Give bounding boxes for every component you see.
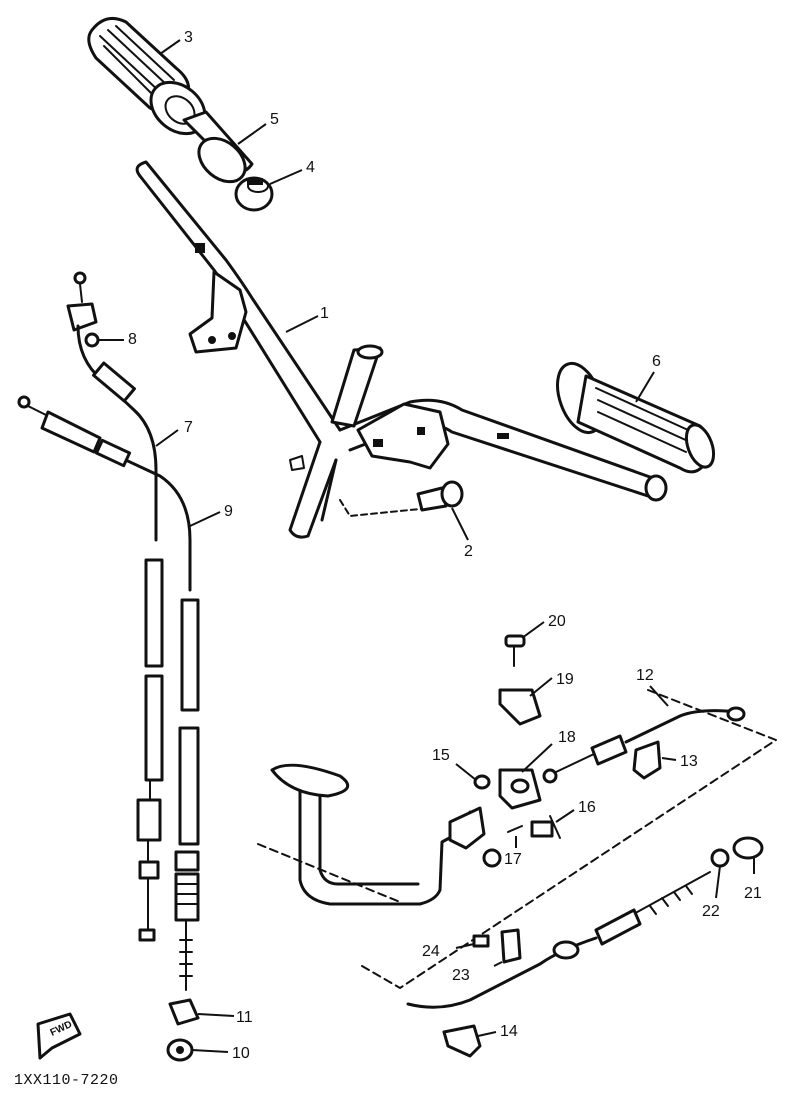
part-18-clamp — [498, 768, 542, 810]
part-20-bolt — [504, 634, 526, 667]
part-15-nut — [473, 774, 491, 790]
part-5-collar — [182, 110, 254, 184]
part-7-cable — [66, 271, 164, 942]
part-24-bolt — [472, 934, 490, 948]
callout-15: 15 — [432, 747, 450, 764]
callout-9: 9 — [224, 503, 233, 520]
callout-21: 21 — [744, 885, 762, 902]
callout-3: 3 — [184, 29, 193, 46]
part-12-brake-cable — [542, 706, 746, 784]
part-21-wing-nut — [732, 836, 764, 860]
callout-14: 14 — [500, 1023, 518, 1040]
callout-7: 7 — [184, 419, 193, 436]
brake-pedal-assembly — [257, 689, 777, 989]
callout-13: 13 — [680, 753, 698, 770]
part-9-cable — [17, 395, 200, 991]
part-11-nut — [168, 998, 200, 1026]
callout-19: 19 — [556, 671, 574, 688]
part-2-bolt — [339, 480, 464, 517]
callout-16: 16 — [578, 799, 596, 816]
part-22-spacer — [710, 848, 730, 868]
callout-8: 8 — [128, 331, 137, 348]
callout-2: 2 — [464, 543, 473, 560]
part-10-wing-nut — [166, 1038, 194, 1062]
part-6-right-grip — [556, 361, 716, 474]
fwd-arrow: FWD — [36, 1012, 82, 1060]
callout-12: 12 — [636, 667, 654, 684]
callout-20: 20 — [548, 613, 566, 630]
part-19-bracket — [498, 688, 542, 726]
callout-18: 18 — [558, 729, 576, 746]
callout-10: 10 — [232, 1045, 250, 1062]
callout-17: 17 — [504, 851, 522, 868]
part-13-clip — [632, 740, 662, 780]
callout-4: 4 — [306, 159, 315, 176]
drawing-code: 1XX110-7220 — [14, 1072, 119, 1089]
part-17-cotter — [507, 825, 523, 833]
callout-1: 1 — [320, 305, 329, 322]
part-1-handlebar — [135, 160, 668, 539]
callout-leaders — [98, 39, 755, 1053]
part-4-grip-end — [234, 176, 274, 212]
callout-11: 11 — [236, 1009, 253, 1026]
part-23-bracket — [500, 928, 522, 964]
callout-22: 22 — [702, 903, 720, 920]
callout-24: 24 — [422, 943, 440, 960]
part-14-clip — [442, 1024, 482, 1058]
rear-brake-rod — [406, 871, 711, 1009]
callout-5: 5 — [270, 111, 279, 128]
callout-23: 23 — [452, 967, 470, 984]
callout-6: 6 — [652, 353, 661, 370]
part-16-pin — [530, 815, 561, 839]
callout-numbers: 3 5 4 1 6 7 8 9 2 11 10 12 13 14 15 16 1… — [128, 29, 762, 1062]
part-8-screw — [84, 332, 100, 348]
